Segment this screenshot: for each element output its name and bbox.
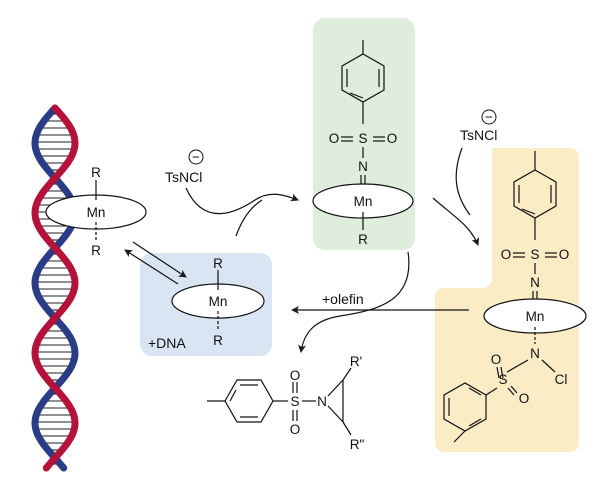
reagent-formula: TsNCl [165, 169, 202, 185]
dna-label: +DNA [148, 335, 186, 351]
amide-nitrogen: N [530, 346, 540, 361]
chlorine: Cl [555, 372, 568, 387]
charge-circle-icon [481, 109, 497, 125]
aziridine-nitrogen: N [317, 394, 327, 409]
product-oxygen-bottom: O [290, 422, 301, 437]
reagent-tsncl-1: − TsNCl [165, 149, 204, 185]
product-oxygen-top: O [290, 368, 301, 383]
sulfonyl-oxygen-left: O [501, 247, 512, 262]
charge-sign: − [192, 150, 200, 165]
imido-nitrogen: N [358, 159, 368, 174]
product-sulfur: S [290, 394, 299, 409]
equilibrium-arrow-forward [132, 241, 187, 278]
reagent-tsncl-2: − TsNCl [460, 109, 497, 143]
sulfonyl-oxygen-left: O [329, 131, 340, 146]
return-arrow-stub [235, 199, 263, 237]
sulfonyl-sulfur: S [530, 247, 539, 262]
aziridine-product: S O O N R' R" [207, 354, 364, 452]
tosyl-ring-icon [224, 379, 274, 423]
chloramide-addition-arrow [432, 197, 480, 246]
substituent-r-prime: R' [350, 354, 362, 369]
chloramide-mn-complex: O S O N Mn N Cl O S O [443, 151, 587, 443]
sulfonyl-oxygen-right: O [387, 131, 398, 146]
manganese-center: Mn [87, 205, 106, 220]
axial-ligand-top: R [91, 165, 101, 180]
equilibrium-arrow-back [124, 249, 179, 285]
manganese-center: Mn [209, 294, 228, 309]
manganese-center: Mn [526, 309, 545, 324]
sulfonyl-sulfur: S [358, 131, 367, 146]
charge-circle-icon [188, 149, 204, 165]
oxidation-arrow [185, 187, 299, 215]
imido-mn-complex: O S O N Mn R [312, 40, 414, 247]
lower-sulfonyl-sulfur: S [498, 372, 507, 387]
axial-ligand-bottom: R [91, 243, 101, 258]
axial-ligand-bottom: R [213, 333, 223, 348]
lower-sulfonyl-oxygen-left: O [491, 352, 502, 367]
manganese-center: Mn [354, 194, 373, 209]
dna-helix-icon [31, 104, 79, 472]
free-mn-complex: R Mn R [45, 165, 147, 258]
dna-bound-mn-complex: R Mn R +DNA [148, 256, 265, 351]
lower-sulfonyl-oxygen-bottom: O [519, 391, 530, 406]
product-release-arrow [298, 251, 410, 353]
tosyl-ring-icon [443, 382, 487, 432]
reagent-formula: TsNCl [460, 127, 497, 143]
charge-sign: − [485, 110, 493, 125]
chloramide-addition-arrow-feed [455, 147, 471, 216]
sulfonyl-oxygen-right: O [559, 247, 570, 262]
olefin-label: +olefin [322, 291, 364, 307]
substituent-r-double-prime: R" [350, 437, 365, 452]
axial-ligand-top: R [213, 256, 223, 271]
chloramide-complex-panel [435, 148, 579, 452]
imido-nitrogen: N [530, 275, 540, 290]
axial-ligand: R [358, 232, 368, 247]
